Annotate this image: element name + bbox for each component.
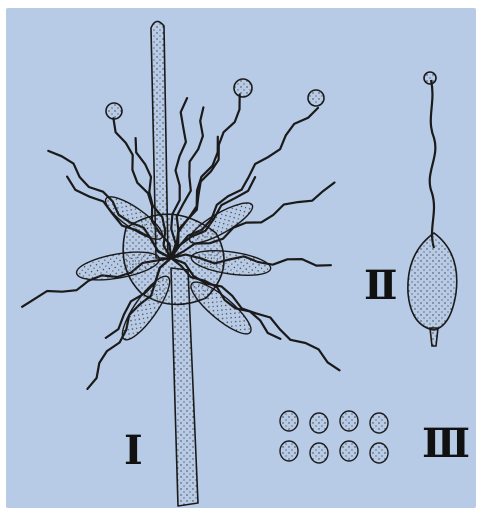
egg [310,443,328,463]
egg [340,441,358,461]
figure-label-1: I [124,431,139,471]
knob-1 [106,103,122,119]
figure-3-eggs [280,411,388,463]
egg [370,443,388,463]
bud-knob [424,72,436,84]
figure-label-2: II [364,266,393,306]
bud-stem [430,80,436,248]
egg [280,411,298,431]
figure-label-3: III [422,424,466,464]
bud-body [408,233,457,330]
illustration-panel: I II III [6,8,476,508]
egg [340,411,358,431]
figure-2-bud [408,72,457,346]
knob-3 [308,90,324,106]
bud-tail [430,328,438,346]
egg [280,441,298,461]
hydra-illustration [6,8,476,508]
base-lower-right [185,275,257,341]
egg [370,413,388,433]
knob-2 [234,79,252,97]
figure-1-knobs [106,79,324,119]
egg [310,413,328,433]
